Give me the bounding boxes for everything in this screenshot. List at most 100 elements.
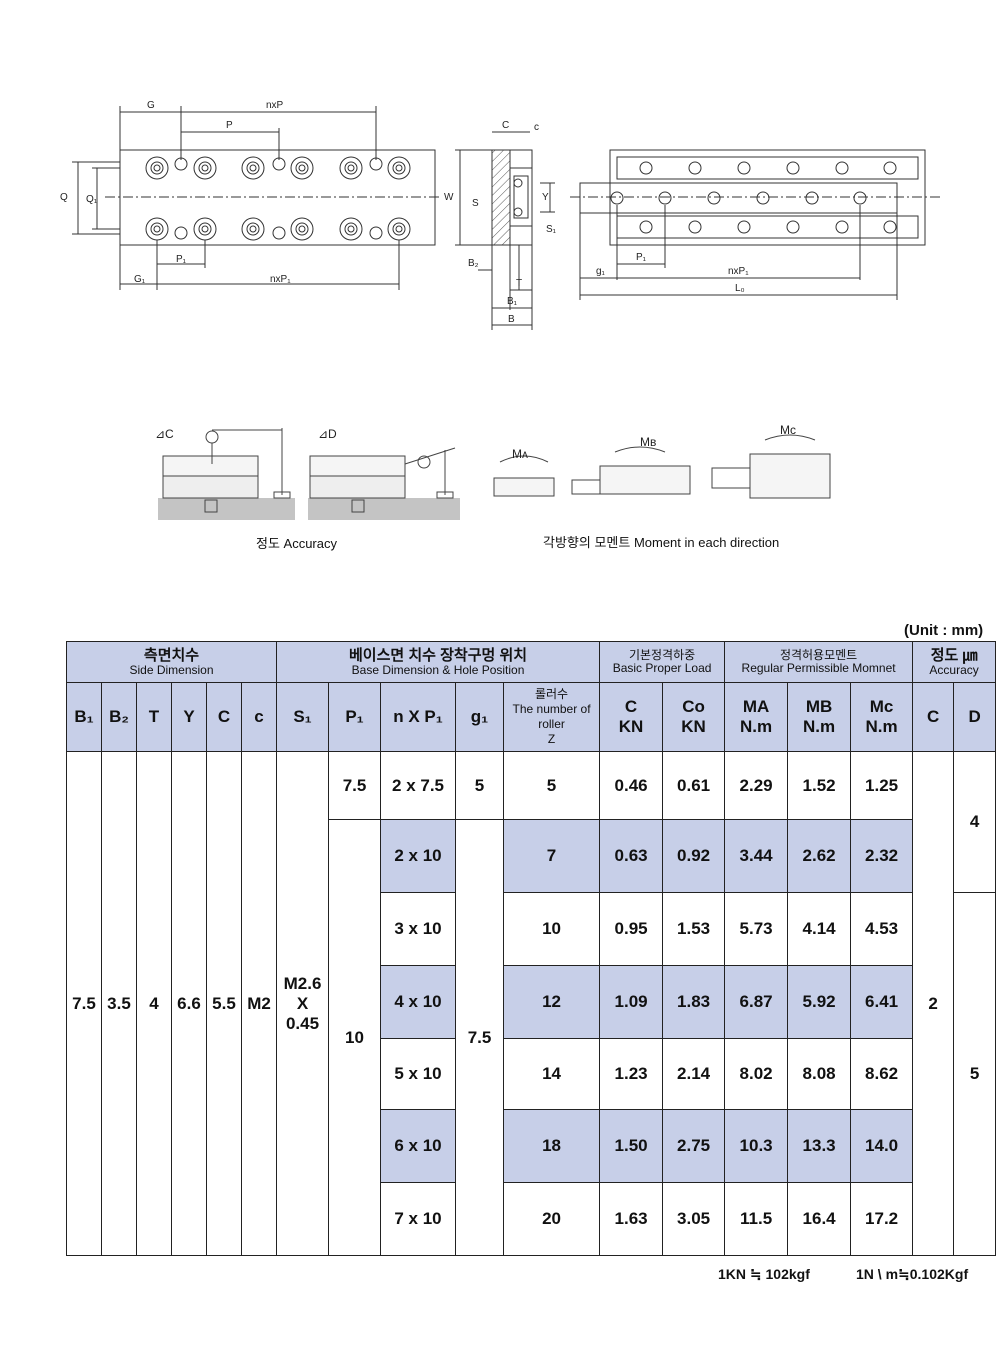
cell-mc: 14.0 <box>850 1109 914 1183</box>
cell-z: 18 <box>503 1109 601 1183</box>
col-s1: S₁ <box>276 682 330 752</box>
col-ma: MA N.m <box>724 682 789 752</box>
dim-label-Q: Q <box>60 192 68 203</box>
dim-label-B: B <box>508 314 515 325</box>
dim-label-G: G <box>147 100 155 111</box>
cell-z: 7 <box>503 819 601 893</box>
conversion-nm: 1N \ m≒0.102Kgf <box>856 1266 969 1282</box>
col-c: C <box>206 682 242 752</box>
dim-label-W: W <box>444 192 454 203</box>
dim-label-P: P <box>226 120 233 131</box>
cell-ma: 11.5 <box>724 1182 789 1256</box>
dim-label-S1: S₁ <box>546 224 557 235</box>
column-header-row: B₁ B₂ T Y C c S₁ P₁ n X P₁ g₁ 롤러수 The nu… <box>66 682 997 752</box>
col-nxp1: n X P₁ <box>380 682 457 752</box>
col-acc-d: D <box>953 682 997 752</box>
cell-mc: 8.62 <box>850 1038 914 1110</box>
cell-ma: 10.3 <box>724 1109 789 1183</box>
cell-ma: 6.87 <box>724 965 789 1039</box>
col-c-small: c <box>240 682 278 752</box>
spec-table: 측면치수 Side Dimension 베이스면 치수 장착구멍 위치 Base… <box>65 641 997 1256</box>
dim-label-B1: B₁ <box>507 296 518 307</box>
col-y: Y <box>171 682 207 752</box>
cell-nxp1: 3 x 10 <box>380 892 457 966</box>
table-row: 7 x 10 20 1.63 3.05 11.5 16.4 17.2 <box>67 1182 996 1256</box>
col-c-kn: C KN <box>599 682 664 752</box>
cell-c-kn: 1.63 <box>599 1182 664 1256</box>
cell-nxp1: 2 x 7.5 <box>380 751 457 820</box>
col-acc-c: C <box>912 682 955 752</box>
cell-mc: 4.53 <box>850 892 914 966</box>
dim-label-Lo: L₀ <box>735 283 745 294</box>
accuracy-caption: 정도 Accuracy <box>256 536 337 551</box>
group-accuracy: 정도 ㎛ Accuracy <box>912 641 997 683</box>
cell-nxp1: 7 x 10 <box>380 1182 457 1256</box>
cell-s1: M2.6 X 0.45 <box>276 751 330 1256</box>
unit-label: (Unit : mm) <box>904 622 984 639</box>
technical-drawing: G nxP P Q Q₁ P₁ G₁ nxP₁ W C c S Y S₁ B₂ … <box>60 100 940 330</box>
group-side-dimension: 측면치수 Side Dimension <box>65 641 278 683</box>
cell-nxp1: 2 x 10 <box>380 819 457 893</box>
cell-co-kn: 1.83 <box>662 965 726 1039</box>
cell-mb: 5.92 <box>787 965 852 1039</box>
dim-label-nxP1-front: nxP₁ <box>728 266 749 277</box>
col-roller-count: 롤러수 The number of roller Z <box>503 682 601 752</box>
cell-g1: 7.5 <box>455 819 505 1256</box>
cell-c-kn: 1.23 <box>599 1038 664 1110</box>
accuracy-label-dd: ⊿D <box>318 427 337 441</box>
cell-z: 14 <box>503 1038 601 1110</box>
group-header-row: 측면치수 Side Dimension 베이스면 치수 장착구멍 위치 Base… <box>65 641 997 683</box>
cell-acc-d-top: 4 <box>953 751 997 893</box>
cell-c: 5.5 <box>206 751 242 1256</box>
dim-label-C: C <box>502 120 509 131</box>
cell-c-kn: 0.63 <box>599 819 664 893</box>
cell-c-kn: 0.95 <box>599 892 664 966</box>
table-row: 5 x 10 14 1.23 2.14 8.02 8.08 8.62 <box>67 1038 996 1110</box>
cell-mc: 1.25 <box>850 751 914 820</box>
cell-mb: 1.52 <box>787 751 852 820</box>
cell-mb: 2.62 <box>787 819 852 893</box>
cell-co-kn: 3.05 <box>662 1182 726 1256</box>
dim-label-G1: G₁ <box>134 274 146 285</box>
dim-label-Y: Y <box>542 192 549 203</box>
dim-label-g1: g₁ <box>596 266 606 277</box>
cell-mb: 16.4 <box>787 1182 852 1256</box>
group-basic-load: 기본정격하중 Basic Proper Load <box>599 641 726 683</box>
cell-nxp1: 4 x 10 <box>380 965 457 1039</box>
col-b1: B₁ <box>66 682 102 752</box>
table-row: 3 x 10 10 0.95 1.53 5.73 4.14 4.53 5 <box>67 892 997 1256</box>
cell-z: 5 <box>503 751 601 820</box>
cell-mb: 13.3 <box>787 1109 852 1183</box>
cell-ma: 3.44 <box>724 819 789 893</box>
cell-z: 12 <box>503 965 601 1039</box>
group-base-dimension: 베이스면 치수 장착구멍 위치 Base Dimension & Hole Po… <box>276 641 601 683</box>
moment-label-mb: Mʙ <box>640 435 656 449</box>
moment-label-mc: Mᴄ <box>780 423 796 437</box>
cell-mc: 6.41 <box>850 965 914 1039</box>
group-permissible-moment: 정격허용모멘트 Regular Permissible Momnet <box>724 641 914 683</box>
col-mc: Mc N.m <box>850 682 914 752</box>
table-row: 4 x 10 12 1.09 1.83 6.87 5.92 6.41 <box>67 965 996 1039</box>
accuracy-label-dc: ⊿C <box>155 427 174 441</box>
cell-c-kn: 1.50 <box>599 1109 664 1183</box>
cell-co-kn: 2.14 <box>662 1038 726 1110</box>
cell-c-small: M2 <box>240 751 278 1256</box>
dim-label-S: S <box>472 198 479 209</box>
dim-label-Q1: Q₁ <box>86 194 98 205</box>
cell-z: 20 <box>503 1182 601 1256</box>
col-mb: MB N.m <box>787 682 852 752</box>
cell-t: 4 <box>136 751 172 1256</box>
moment-label-ma: Mᴀ <box>512 447 528 461</box>
cell-p1: 7.5 <box>328 751 382 820</box>
dim-label-nxP: nxP <box>266 100 284 111</box>
cell-mc: 17.2 <box>850 1182 914 1256</box>
cell-p1: 10 <box>328 819 382 1256</box>
dim-label-T: T <box>516 278 522 289</box>
moment-caption: 각방향의 모멘트 Moment in each direction <box>543 535 780 550</box>
cell-g1: 5 <box>455 751 505 820</box>
cell-z: 10 <box>503 892 601 966</box>
col-b2: B₂ <box>101 682 137 752</box>
cell-co-kn: 1.53 <box>662 892 726 966</box>
conversion-kn: 1KN ≒ 102kgf <box>718 1266 810 1282</box>
table-row: 6 x 10 18 1.50 2.75 10.3 13.3 14.0 <box>67 1109 996 1183</box>
